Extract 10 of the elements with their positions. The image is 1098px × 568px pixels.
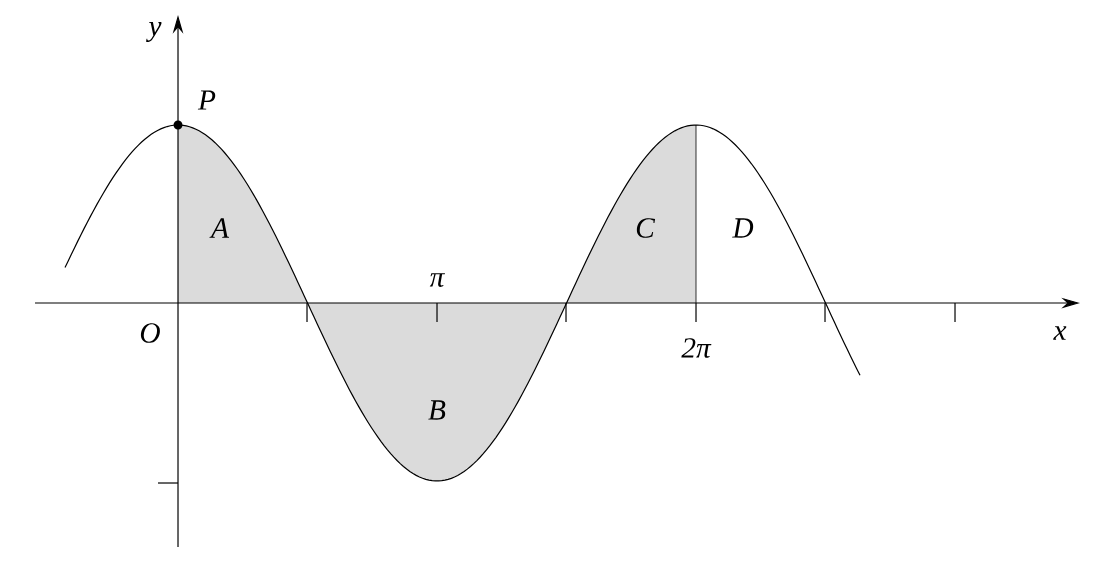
- point-label: P: [197, 90, 216, 110]
- tick-label: 2π: [681, 338, 712, 358]
- axis-label: y: [146, 22, 162, 42]
- axis-label: x: [1053, 326, 1067, 340]
- region-label: D: [732, 218, 754, 238]
- tick-label: π: [429, 273, 446, 287]
- region-label: A: [209, 218, 230, 238]
- origin-label: O: [140, 323, 160, 343]
- region-label: B: [428, 400, 446, 420]
- region-label: C: [636, 218, 656, 238]
